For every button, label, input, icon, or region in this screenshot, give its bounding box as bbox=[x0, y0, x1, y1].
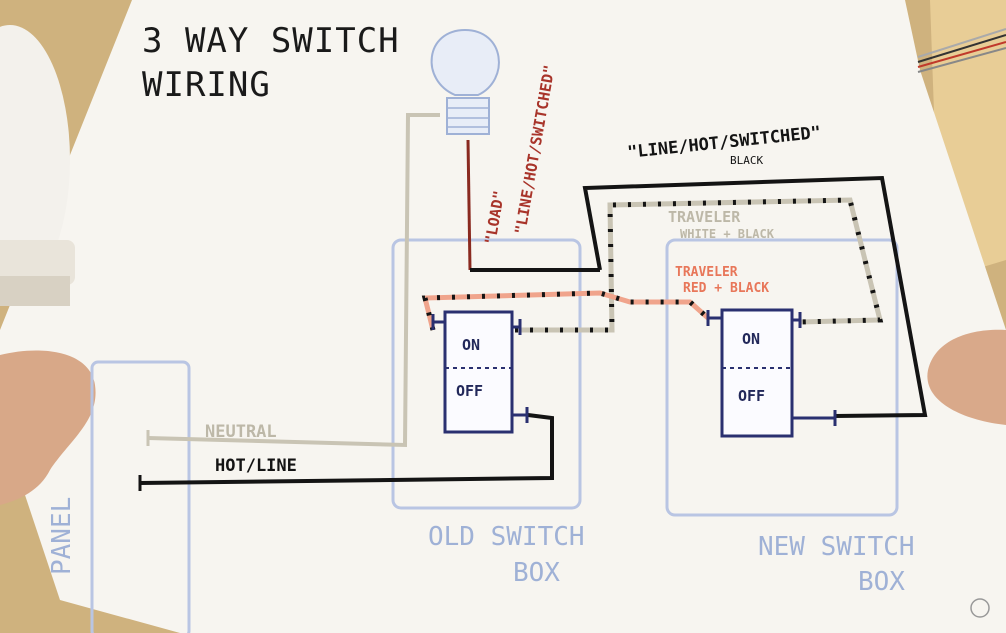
right-hand bbox=[927, 329, 1006, 425]
switched-hot-wire bbox=[582, 175, 928, 418]
traveler1-label-line2: WHITE + BLACK bbox=[680, 227, 775, 241]
old-switch-box bbox=[391, 238, 582, 510]
new-box-label-line1: NEW SWITCH bbox=[758, 532, 915, 562]
old-box-label-line2: BOX bbox=[513, 558, 560, 588]
title-line2: WIRING bbox=[142, 65, 271, 105]
watermark-icon bbox=[970, 598, 990, 618]
neutral-wire bbox=[147, 113, 440, 448]
traveler2-label-line1: TRAVELER bbox=[675, 265, 738, 280]
traveler1-label-line1: TRAVELER bbox=[668, 208, 741, 226]
led-bulb-photo bbox=[0, 25, 75, 306]
light-bulb-icon bbox=[430, 28, 500, 135]
panel-box bbox=[90, 360, 191, 633]
traveler-white-black-wire bbox=[515, 197, 884, 333]
new-switch-on-label: ON bbox=[742, 330, 760, 348]
panel-label: PANEL bbox=[47, 497, 77, 575]
traveler2-label-line2: RED + BLACK bbox=[683, 281, 769, 296]
new-switch-off-label: OFF bbox=[738, 387, 765, 405]
title-line1: 3 WAY SWITCH bbox=[142, 21, 400, 61]
old-switch-off-label: OFF bbox=[456, 382, 483, 400]
old-switch-on-label: ON bbox=[462, 336, 480, 354]
left-hand bbox=[0, 350, 96, 505]
neutral-label: NEUTRAL bbox=[205, 422, 277, 442]
new-box-label-line2: BOX bbox=[858, 567, 905, 597]
load-wire bbox=[466, 139, 472, 271]
wire-bundle bbox=[917, 28, 1006, 73]
hot-line-label: HOT/LINE bbox=[215, 456, 297, 476]
black-label: BLACK bbox=[730, 154, 763, 167]
new-switch: ON OFF bbox=[706, 308, 837, 438]
hot-line-wire bbox=[139, 413, 554, 485]
old-switch: ON OFF bbox=[431, 310, 529, 434]
old-box-label-line1: OLD SWITCH bbox=[428, 522, 585, 552]
new-switch-box bbox=[665, 238, 899, 517]
traveler-red-black-wire bbox=[421, 290, 710, 331]
